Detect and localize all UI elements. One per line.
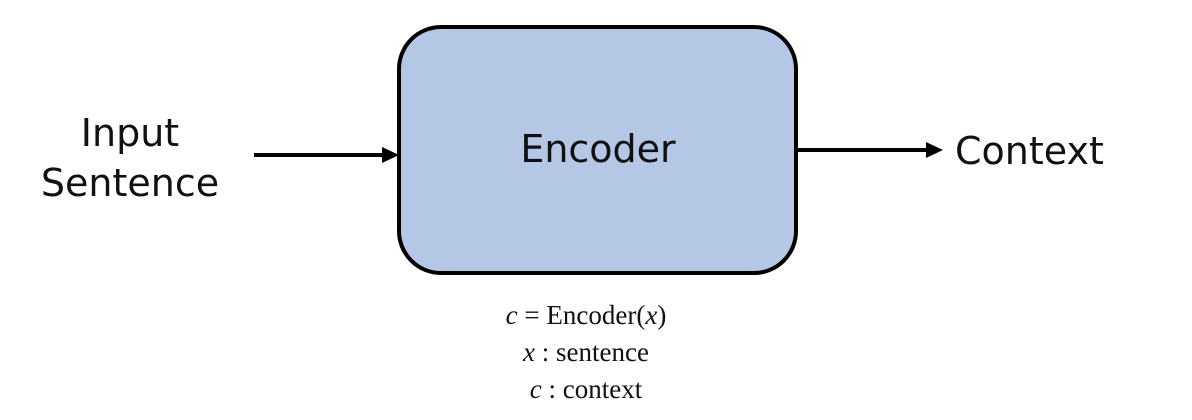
formula-var-c: c xyxy=(505,300,518,330)
formula-var-c-def: c xyxy=(529,374,542,404)
output-arrow xyxy=(798,142,943,158)
input-arrow xyxy=(254,147,399,163)
input-sentence-label: Input Sentence xyxy=(30,108,230,208)
formula-c-definition: c : context xyxy=(386,371,786,408)
encoder-label: Encoder xyxy=(520,127,676,171)
formula-x-text: : sentence xyxy=(535,337,649,367)
input-label-line1: Input xyxy=(80,111,180,155)
formula-var-x-def: x xyxy=(523,337,536,367)
formula-var-x: x xyxy=(645,300,658,330)
input-label-line2: Sentence xyxy=(40,161,220,205)
formula-encoder-definition: c = Encoder(x) xyxy=(386,297,786,334)
context-label: Context xyxy=(955,129,1104,173)
formula-encoder-text: = Encoder( xyxy=(517,300,646,330)
formula-c-text: : context xyxy=(541,374,643,404)
formula-close-paren: ) xyxy=(657,300,667,330)
encoder-box xyxy=(397,25,798,275)
formula-x-definition: x : sentence xyxy=(386,334,786,371)
formula-block: c = Encoder(x) x : sentence c : context xyxy=(386,297,786,408)
